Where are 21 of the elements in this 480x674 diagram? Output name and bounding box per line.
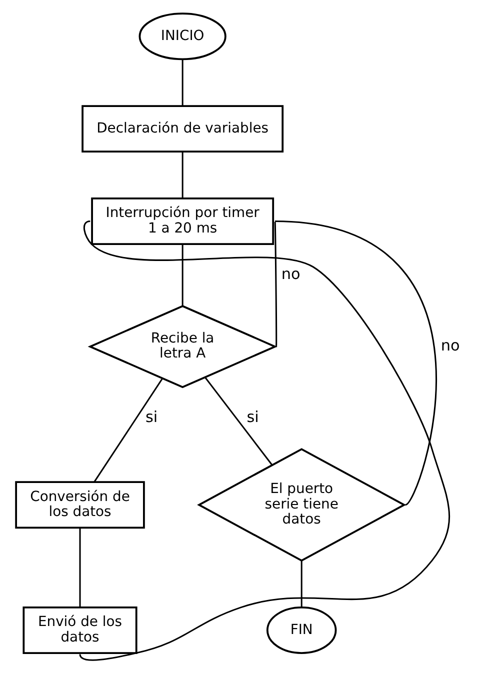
node-diamond: Recibe la letra A — [87, 305, 277, 388]
connector — [274, 221, 277, 347]
connector — [181, 152, 183, 198]
connector — [274, 220, 436, 506]
edge-label: si — [246, 408, 258, 426]
node-box: Declaración de variables — [81, 105, 284, 153]
connector — [181, 244, 183, 306]
connector — [300, 560, 302, 608]
connector — [204, 377, 272, 466]
node-box: Conversión de los datos — [14, 481, 144, 529]
edge-label: si — [144, 408, 158, 426]
edge-label: no — [440, 336, 460, 355]
node-ellipse: INICIO — [138, 12, 226, 60]
node-diamond: El puerto serie tiene datos — [196, 448, 406, 562]
edge-label: no — [280, 264, 300, 283]
node-box: Interrupción por timer 1 a 20 ms — [90, 198, 274, 245]
connector — [93, 378, 162, 482]
node-box: Envió de los datos — [22, 606, 137, 654]
connector — [78, 528, 80, 608]
node-ellipse: FIN — [266, 606, 336, 654]
connector — [181, 59, 183, 106]
